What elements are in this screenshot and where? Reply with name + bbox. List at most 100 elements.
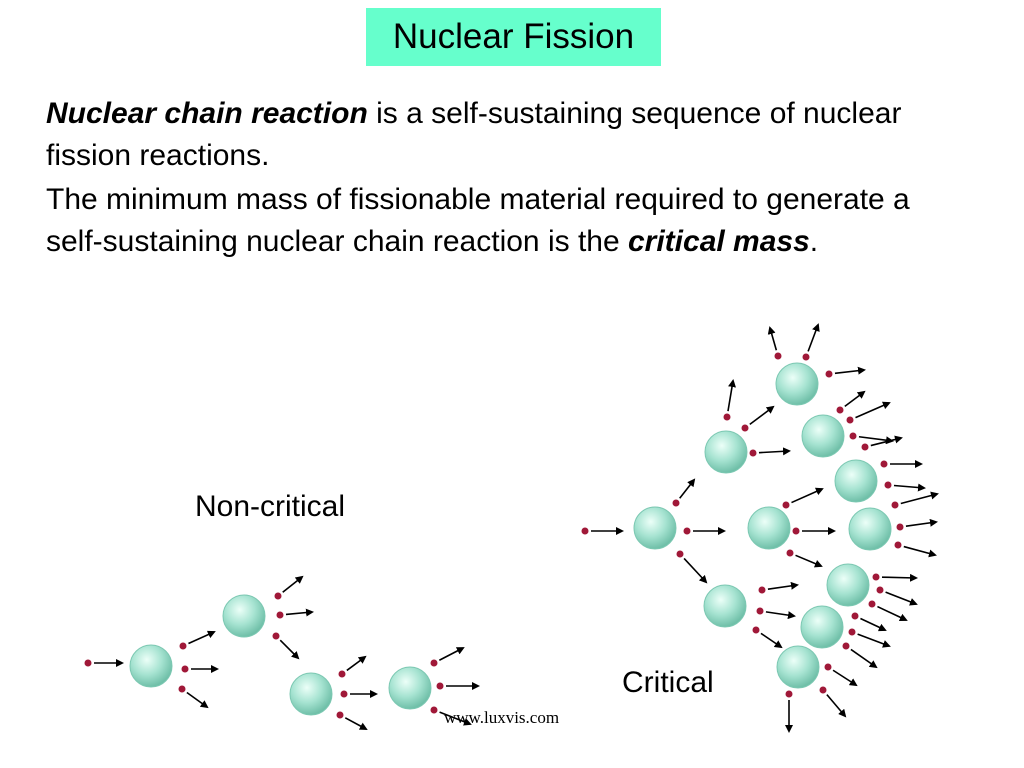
neutron-dot [272,632,280,640]
neutron-arrow [683,557,708,584]
neutron-arrow [857,633,891,648]
neutron-dot [786,549,794,557]
noncritical-chain [84,575,480,730]
critical-mass-end: . [809,225,819,258]
neutron-dot [723,413,731,421]
neutron-dot [792,527,800,535]
nucleus [704,430,748,474]
nucleus [826,563,870,607]
neutron-arrow [439,711,472,726]
critical-chain [581,323,939,733]
neutron-dot [758,586,766,594]
nucleus [801,414,845,458]
neutron-arrow [832,669,858,687]
nucleus [222,594,266,638]
critical-mass-term: critical mass [627,225,810,258]
neutron-dot [894,541,902,549]
chain-reaction-term: Nuclear chain reaction [46,97,368,130]
neutron-arrow [760,632,783,649]
neutron-dot [774,352,782,360]
neutron-arrow [807,323,820,352]
neutron-dot [872,573,880,581]
nucleus [129,644,173,688]
neutron-arrow [767,326,778,351]
neutron-dot [868,600,876,608]
neutron-dot [276,611,284,619]
neutron-dot [891,501,899,509]
neutron-dot [749,449,757,457]
nucleus [747,506,791,550]
neutron-arrow [826,694,847,718]
neutron-dot [581,527,589,535]
neutron-arrow [749,405,775,426]
neutron-arrow [870,435,903,447]
neutron-arrow [285,608,314,617]
slide-title: Nuclear Fission [366,8,661,66]
neutron-arrow [765,611,796,620]
neutron-dot [851,612,859,620]
neutron-arrow [346,655,367,672]
neutron-arrow [279,639,300,660]
neutron-dot [896,523,904,531]
neutron-arrow [188,630,216,645]
critical-mass-text: The minimum mass of fissionable material… [46,183,910,258]
nucleus [289,672,333,716]
neutron-dot [179,642,187,650]
nucleus [848,507,892,551]
neutron-dot [178,685,186,693]
neutron-dot [340,690,348,698]
neutron-dot [825,370,833,378]
neutron-dot [782,501,790,509]
neutron-dot [785,690,793,698]
chain-reaction-text: is a self-sustaining sequence of nuclear… [46,97,902,172]
neutron-arrow [903,545,937,558]
neutron-dot [880,460,888,468]
neutron-arrow [795,554,823,568]
neutron-arrow [679,478,696,499]
noncritical-label: Non-critical [195,490,346,523]
nucleus [703,584,747,628]
neutron-arrow [727,379,736,412]
neutron-dot [752,626,760,634]
neutron-arrow [282,575,304,593]
neutron-arrow [791,487,824,504]
critical-mass-definition: The minimum mass of fissionable material… [46,179,946,263]
neutron-arrow [834,366,866,375]
neutron-dot [836,406,844,414]
neutron-dot [181,665,189,673]
neutron-arrow [844,390,866,408]
credit-text: www.luxvis.com [444,708,560,727]
neutron-arrow [881,573,918,582]
neutron-dot [861,443,869,451]
neutron-dot [336,711,344,719]
neutron-dot [849,432,857,440]
neutron-dot [676,550,684,558]
neutron-arrow [877,605,908,622]
neutron-dot [819,686,827,694]
neutron-dot [741,424,749,432]
neutron-arrow [885,591,918,606]
neutron-arrow [438,647,465,661]
neutron-arrow [850,648,878,669]
neutron-dot [274,592,282,600]
neutron-dot [430,659,438,667]
neutron-arrow [905,518,938,527]
neutron-arrow [893,483,926,492]
neutron-dot [884,481,892,489]
nucleus [800,605,844,649]
neutron-dot [824,663,832,671]
neutron-dot [842,642,850,650]
nucleus [633,506,677,550]
neutron-arrow [186,691,209,709]
neutron-dot [430,706,438,714]
nucleus [776,645,820,689]
neutron-arrow [860,617,887,632]
neutron-dot [756,607,764,615]
neutron-dot [802,353,810,361]
neutron-arrow [900,491,939,505]
critical-label: Critical [622,666,714,699]
nucleus [834,459,878,503]
chain-reaction-definition: Nuclear chain reaction is a self-sustain… [46,93,946,177]
neutron-dot [84,659,92,667]
